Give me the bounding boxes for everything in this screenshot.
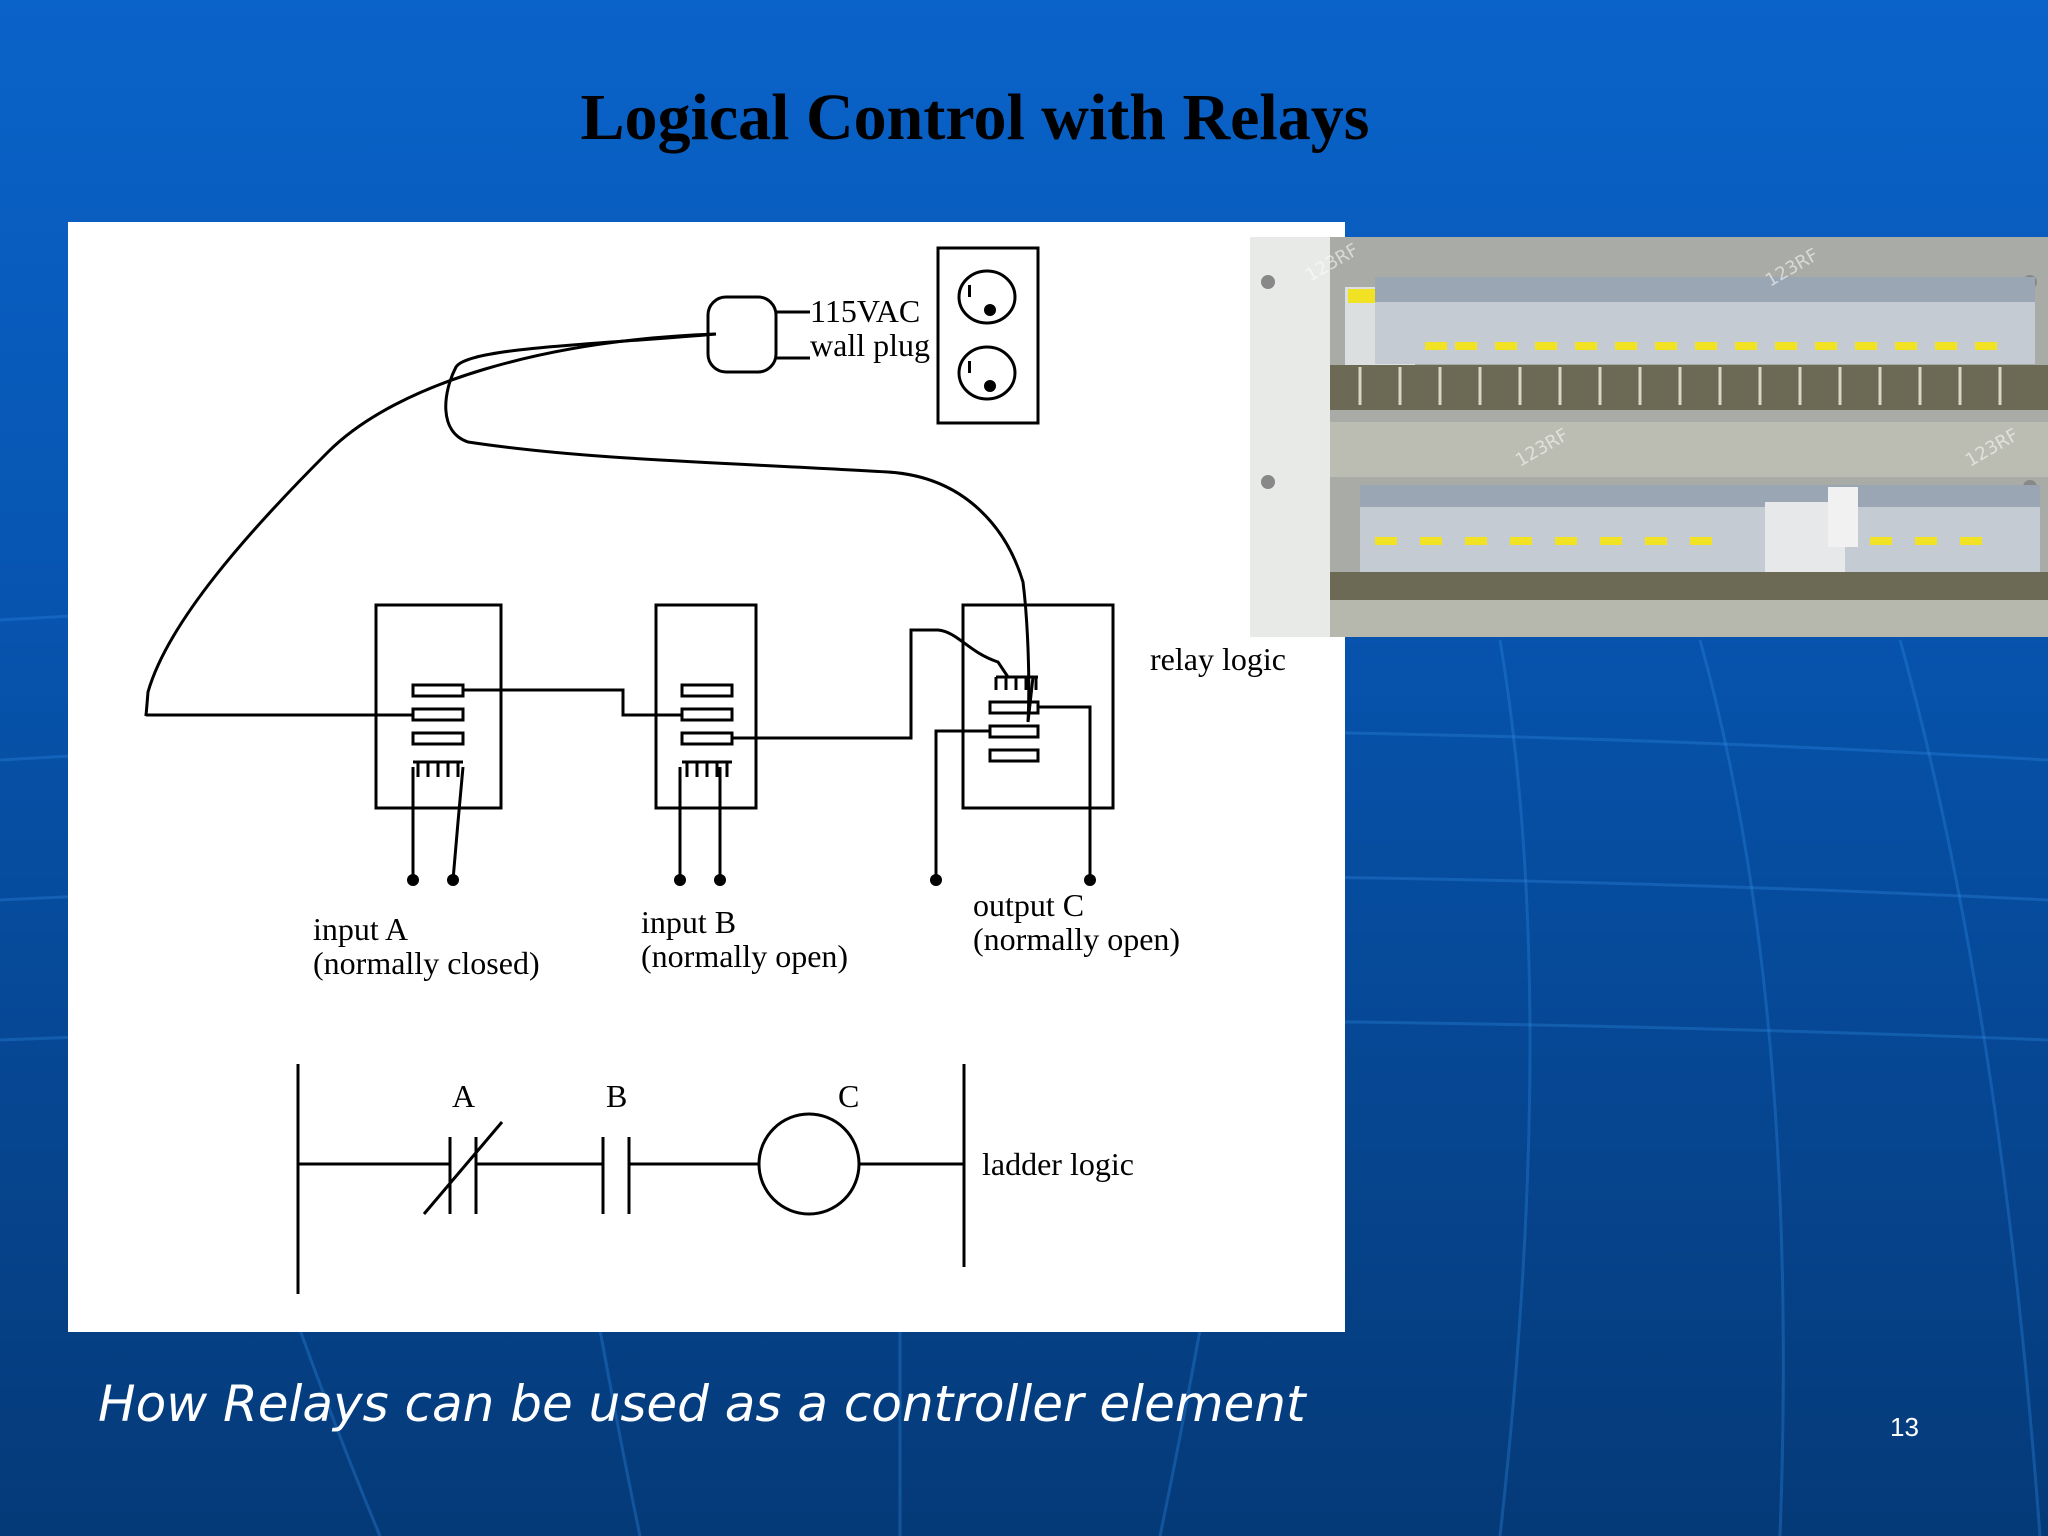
relay-cabinet-photo: 123RF 123RF 123RF 123RF [1250, 237, 2048, 637]
outlet-socket-bottom [957, 345, 1017, 401]
plug-label-line1: 115VAC [810, 293, 920, 329]
wall-plug [706, 295, 778, 374]
slide-title: Logical Control with Relays [580, 81, 1370, 154]
relay-wiring-diagram: 115VAC wall plug relay logic input A (no… [68, 222, 1345, 1332]
input-a-label: input A [313, 911, 408, 947]
slide-caption: How Relays can be used as a controller e… [98, 1375, 1306, 1433]
page-number: 13 [1890, 1412, 1919, 1442]
input-a-type: (normally closed) [313, 945, 540, 981]
relay-logic-label: relay logic [1150, 641, 1286, 677]
mains-wire-right [444, 332, 1031, 723]
input-b-label: input B [641, 904, 736, 940]
ladder-contact-b-label: B [606, 1078, 627, 1114]
mains-wire-left [144, 332, 717, 717]
outlet-socket-top [957, 269, 1017, 325]
diagram-canvas: 115VAC wall plug relay logic input A (no… [144, 246, 1286, 1294]
relay-b-body [654, 603, 758, 810]
relay-c-body [961, 603, 1115, 810]
ladder-coil-c [757, 1112, 861, 1216]
input-b-type: (normally open) [641, 938, 848, 974]
plug-label-line2: wall plug [810, 327, 930, 363]
output-c-type: (normally open) [973, 921, 1180, 957]
relay-a-body [374, 603, 503, 810]
output-c-label: output C [973, 887, 1084, 923]
ladder-logic-label: ladder logic [982, 1146, 1134, 1182]
ladder-coil-c-label: C [838, 1078, 859, 1114]
ladder-contact-a-label: A [452, 1078, 475, 1114]
wall-outlet [936, 246, 1040, 425]
